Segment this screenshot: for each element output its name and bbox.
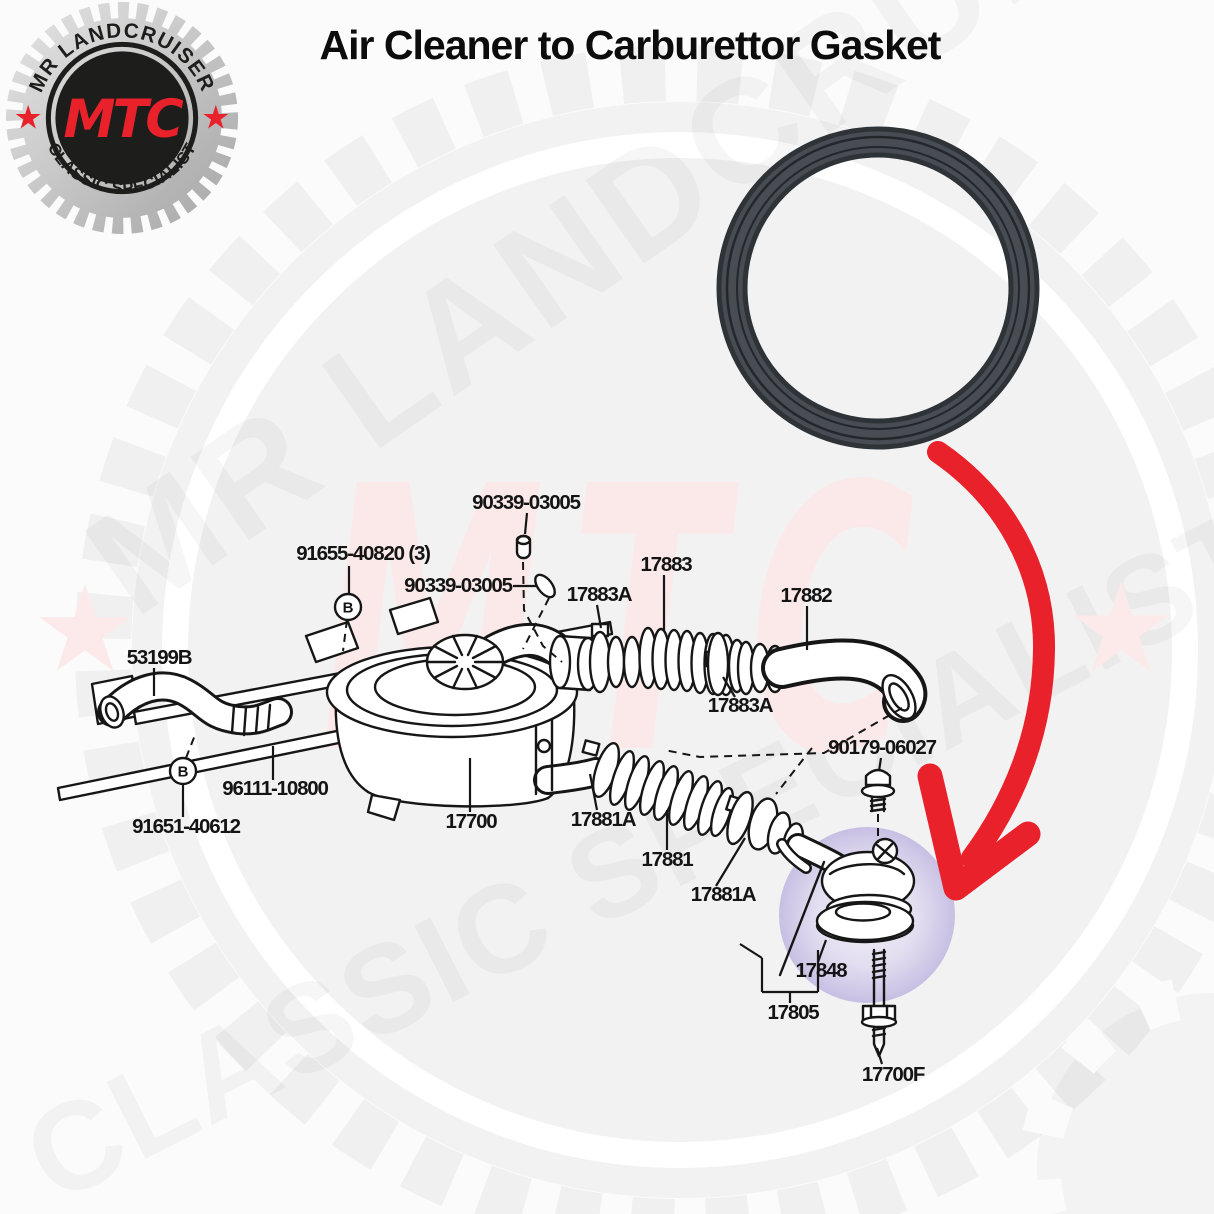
- part-label-90339-top: 90339-03005: [472, 491, 580, 514]
- part-label-53199b: 53199B: [127, 646, 192, 669]
- part-label-90339-mid: 90339-03005: [404, 574, 512, 597]
- part-label-17881a-1: 17881A: [571, 808, 637, 831]
- intake-pipe-drawing: [761, 638, 928, 723]
- part-label-17848: 17848: [795, 959, 847, 982]
- part-label-96111: 96111-10800: [222, 777, 328, 800]
- left-hose-drawing: [97, 671, 293, 737]
- part-label-17700: 17700: [445, 810, 497, 833]
- part-label-17805: 17805: [767, 1001, 819, 1024]
- part-label-17883: 17883: [640, 553, 692, 576]
- stud-17700f-drawing: [860, 948, 898, 1058]
- gasket-photo: [716, 126, 1040, 450]
- brand-logo: MR LANDCRUISER CLASSIC SPECIALIST MTC: [6, 2, 238, 234]
- fastener-letter-b2: B: [178, 764, 189, 781]
- air-cleaner-drawing: [304, 596, 611, 822]
- part-label-17881: 17881: [641, 848, 693, 871]
- part-label-17881a-2: 17881A: [691, 883, 757, 906]
- leader-lines: [152, 512, 884, 1065]
- part-label-17882: 17882: [780, 584, 832, 607]
- fastener-b2: B: [168, 734, 198, 817]
- part-label-90179: 90179-06027: [828, 736, 936, 759]
- page-title: Air Cleaner to Carburettor Gasket: [319, 22, 942, 68]
- part-label-91651: 91651-40612: [132, 815, 240, 838]
- part-labels: 90339-03005 91655-40820 (3) 90339-03005 …: [127, 491, 938, 1086]
- alignment-dashes: [663, 707, 903, 795]
- part-label-17883a-1: 17883A: [567, 583, 633, 606]
- bolt-90179-drawing: [860, 768, 896, 843]
- part-label-91655: 91655-40820 (3): [296, 542, 430, 565]
- logo-monogram: MTC: [63, 89, 183, 150]
- air-horn-and-gasket-drawing: [739, 837, 916, 1003]
- logo-center-disc: [55, 51, 189, 185]
- fastener-letter-b1: B: [343, 600, 354, 617]
- part-label-17700f: 17700F: [862, 1063, 925, 1086]
- bolts-90339-drawing: [515, 534, 563, 663]
- red-arrow: [917, 441, 1056, 901]
- part-label-17883a-2: 17883A: [708, 694, 774, 717]
- fastener-b1: B: [333, 566, 363, 652]
- gear-teeth: [6, 2, 238, 234]
